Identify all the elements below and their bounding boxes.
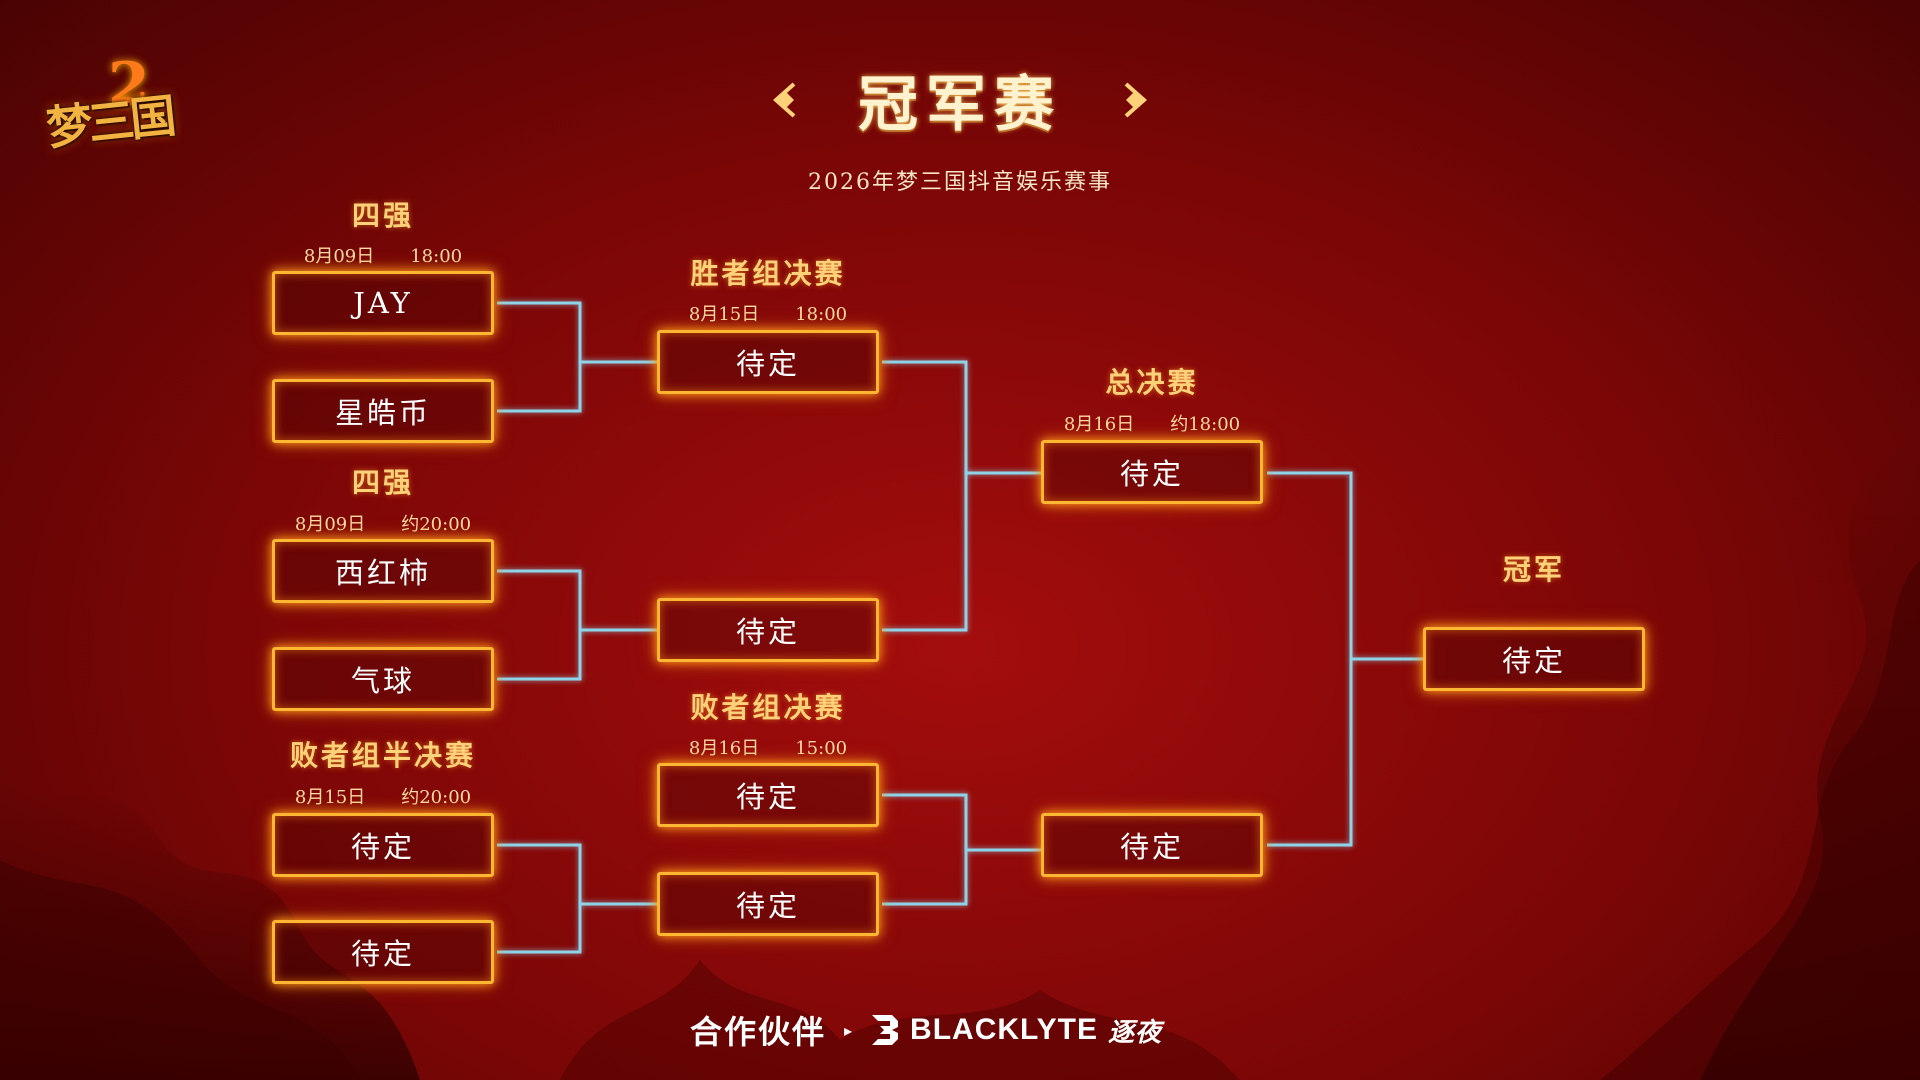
logo-number: 2	[108, 50, 150, 120]
heading-champion: 冠军	[1502, 553, 1565, 586]
team-box-winner-final-a[interactable]: 待定	[657, 330, 879, 394]
game-logo: 2 梦三国	[40, 48, 180, 158]
team-box-grand-final-a[interactable]: 待定	[1041, 440, 1263, 504]
brand-name: BLACKLYTE	[910, 1013, 1098, 1046]
partner-label: 合作伙伴	[690, 1014, 827, 1050]
time-grand-final: 8月16日 约18:00	[1063, 414, 1241, 435]
team-box-xinghaobi[interactable]: 星皓币	[272, 379, 494, 443]
arrow-right-icon: ▸	[844, 1020, 853, 1040]
page-subtitle: 2026年梦三国抖音娱乐赛事	[808, 170, 1112, 195]
team-box-loser-semi-a[interactable]: 待定	[272, 813, 494, 877]
team-box-xihongshi[interactable]: 西红柿	[272, 539, 494, 603]
partner-brand[interactable]: BLACKLYTE 逐夜	[870, 1012, 1162, 1049]
team-box-loser-final-a[interactable]: 待定	[657, 763, 879, 827]
time-loser-final: 8月16日 15:00	[688, 738, 848, 759]
time-loser-semifinal: 8月15日 约20:00	[294, 787, 472, 808]
team-box-grand-final-b[interactable]: 待定	[1041, 813, 1263, 877]
page-header: 冠军赛	[0, 56, 1920, 143]
team-box-winner-final-b[interactable]: 待定	[657, 598, 879, 662]
heading-quarterfinal-2: 四强	[351, 466, 414, 499]
right-ornament-icon	[1124, 82, 1148, 118]
time-winner-final: 8月15日 18:00	[688, 304, 848, 325]
heading-quarterfinal-1: 四强	[351, 199, 414, 232]
time-quarterfinal-1: 8月09日 18:00	[303, 246, 463, 267]
team-box-qiqiu[interactable]: 气球	[272, 647, 494, 711]
blacklyte-logo-icon	[872, 1015, 899, 1045]
left-ornament-icon	[772, 82, 796, 118]
team-box-loser-final-b[interactable]: 待定	[657, 872, 879, 936]
team-box-champion[interactable]: 待定	[1423, 627, 1645, 691]
team-box-loser-semi-b[interactable]: 待定	[272, 920, 494, 984]
heading-grand-final: 总决赛	[1105, 366, 1199, 399]
page-title: 冠军赛	[858, 70, 1062, 140]
team-box-jay[interactable]: JAY	[272, 271, 494, 335]
heading-winner-final: 胜者组决赛	[690, 257, 846, 290]
heading-loser-final: 败者组决赛	[690, 691, 846, 724]
partner-footer: 合作伙伴 ▸ BLACKLYTE 逐夜	[690, 1010, 1162, 1050]
heading-loser-semifinal: 败者组半决赛	[289, 739, 476, 772]
brand-cn-name: 逐夜	[1107, 1017, 1162, 1048]
time-quarterfinal-2: 8月09日 约20:00	[294, 514, 472, 535]
